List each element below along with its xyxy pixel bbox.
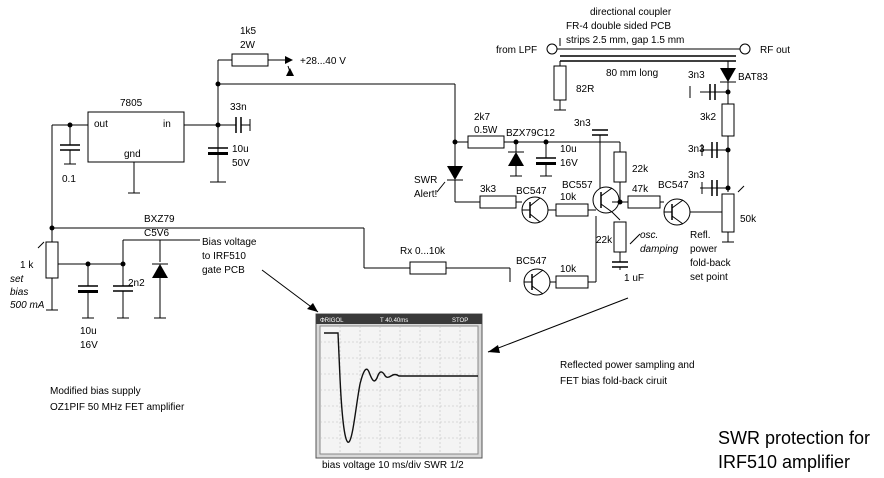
cap-2n2-label: 2n2 — [128, 278, 145, 289]
set-bias-label-2: bias — [10, 287, 28, 298]
pot-1k-label: 1 k — [20, 260, 34, 271]
transistor-q2 — [592, 186, 620, 214]
set-bias-label-3: 500 mA — [10, 300, 45, 311]
coupler-length-label: 80 mm long — [606, 68, 658, 79]
cap-10u-50v-label-2: 50V — [232, 158, 250, 169]
cap-0.1-label: 0.1 — [62, 174, 76, 185]
zener-bxz79-label-2: C5V6 — [144, 228, 169, 239]
scope-trace — [324, 332, 478, 443]
scope-header-left: ΦRIGOL — [320, 318, 344, 324]
scope-screenshot: ΦRIGOL T 40.40ms STOP bias voltage 10 ms… — [315, 313, 483, 471]
callout-arrows — [261, 269, 629, 353]
from-lpf-label: from LPF — [496, 45, 537, 56]
resistor-3k2 — [721, 103, 735, 137]
pot-1k — [45, 241, 59, 279]
reflected-power-note-1: Reflected power sampling and — [560, 360, 695, 371]
resistor-rx-label: Rx 0...10k — [400, 246, 446, 257]
regulator-gnd-label: gnd — [124, 149, 141, 160]
cap-3n3-d-label: 3n3 — [688, 170, 705, 181]
rf-out-label: RF out — [760, 45, 790, 56]
bias-to-gate-label-2: to IRF510 — [202, 251, 246, 262]
diode-bat83-label: BAT83 — [738, 72, 768, 83]
swr-section: SWR Alert! 2k7 0.5W BZX79C12 10u 16V 3k3 — [414, 7, 790, 387]
zener-bxz79-label-1: BXZ79 — [144, 214, 175, 225]
zener-bzx79c12-label: BZX79C12 — [506, 128, 555, 139]
supply-label: +28...40 V — [300, 56, 346, 67]
set-bias-label-1: set — [10, 274, 25, 285]
resistor-rx — [409, 261, 447, 275]
refl-setpoint-label-2: power — [690, 244, 718, 255]
resistor-2k7 — [467, 135, 505, 149]
resistor-10k-b-label: 10k — [560, 264, 577, 275]
transistor-q2-label: BC557 — [562, 180, 593, 191]
scope-header-right: STOP — [452, 318, 468, 324]
scope-grid — [320, 326, 478, 454]
resistor-22k-a — [613, 151, 627, 183]
resistor-3k3-label: 3k3 — [480, 184, 497, 195]
resistor-82r-label: 82R — [576, 84, 594, 95]
resistor-3k3 — [479, 195, 517, 209]
coupler-note-3: strips 2.5 mm, gap 1.5 mm — [566, 35, 684, 46]
resistor-3k2-label: 3k2 — [700, 112, 717, 123]
cap-3n3-a-label: 3n3 — [574, 118, 591, 129]
bias-supply-section: 7805 out in gnd 33n 10u 50V 1k5 2W +28..… — [10, 26, 511, 413]
cap-10u-16v-label-2: 16V — [80, 340, 98, 351]
refl-setpoint-label-4: set point — [690, 272, 728, 283]
modified-bias-note-2: OZ1PIF 50 MHz FET amplifier — [50, 402, 185, 413]
refl-setpoint-label-1: Refl. — [690, 230, 711, 241]
transistor-q1-label: BC547 — [516, 186, 547, 197]
coupler-note-1: directional coupler — [590, 7, 672, 18]
cap-3n3-c-label: 3n3 — [688, 144, 705, 155]
cap-33n-label: 33n — [230, 102, 247, 113]
cap-10u-50v-label-1: 10u — [232, 144, 249, 155]
resistor-2k7-label-2: 0.5W — [474, 125, 498, 136]
resistor-10k-a — [555, 203, 589, 217]
scope-screen — [319, 325, 479, 455]
pot-50k-label: 50k — [740, 214, 757, 225]
resistor-10k-a-label: 10k — [560, 192, 577, 203]
resistor-10k-b — [555, 275, 589, 289]
cap-1uf-label: 1 uF — [624, 273, 644, 284]
resistor-2k7-label-1: 2k7 — [474, 112, 491, 123]
osc-damping-label-1: osc. — [640, 230, 658, 241]
bias-to-gate-label-3: gate PCB — [202, 265, 245, 276]
cap-10u-16v-b-label-2: 16V — [560, 158, 578, 169]
resistor-22k-b — [613, 221, 627, 253]
cap-10u-16v-label-1: 10u — [80, 326, 97, 337]
cap-3n3-b-label: 3n3 — [688, 70, 705, 81]
swr-alert-label-1: SWR — [414, 175, 437, 186]
osc-damping-label-2: damping — [640, 244, 679, 255]
bias-to-gate-label-1: Bias voltage — [202, 237, 257, 248]
cap-10u-16v-b-label-1: 10u — [560, 144, 577, 155]
pot-50k — [721, 193, 735, 233]
transistor-q4-label: BC547 — [516, 256, 547, 267]
resistor-82r — [553, 65, 567, 101]
reflected-power-note-2: FET bias fold-back ciruit — [560, 376, 667, 387]
regulator-out-label: out — [94, 119, 108, 130]
title-line-1: SWR protection for — [718, 428, 870, 448]
resistor-22k-a-label: 22k — [632, 164, 649, 175]
resistor-1k5-label-2: 2W — [240, 40, 256, 51]
resistor-47k — [627, 195, 661, 209]
modified-bias-note-1: Modified bias supply — [50, 386, 141, 397]
resistor-22k-b-label: 22k — [596, 235, 613, 246]
regulator-7805 — [87, 111, 185, 163]
swr-alert-label-2: Alert! — [414, 189, 437, 200]
resistor-1k5-label-1: 1k5 — [240, 26, 257, 37]
title-line-2: IRF510 amplifier — [718, 452, 850, 472]
regulator-in-label: in — [163, 119, 171, 130]
scope-header-mid: T 40.40ms — [380, 318, 408, 324]
transistor-q3-label: BC547 — [658, 180, 689, 191]
resistor-47k-label: 47k — [632, 184, 649, 195]
refl-setpoint-label-3: fold-back — [690, 258, 732, 269]
resistor-1k5 — [231, 53, 269, 67]
coupler-note-2: FR-4 double sided PCB — [566, 21, 671, 32]
scope-caption: bias voltage 10 ms/div SWR 1/2 — [322, 460, 464, 471]
regulator-label: 7805 — [120, 98, 143, 109]
